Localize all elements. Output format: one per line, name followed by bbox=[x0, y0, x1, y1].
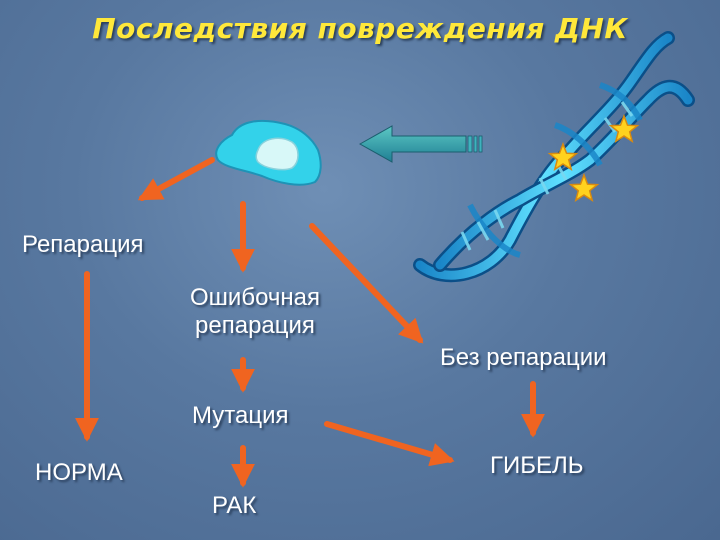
arrow-cell-to-no-reparation bbox=[309, 223, 424, 344]
left-arrow-icon bbox=[358, 125, 483, 163]
flow-arrows bbox=[75, 157, 545, 488]
label-no-reparation: Без репарации bbox=[440, 344, 607, 371]
label-death: ГИБЕЛЬ bbox=[490, 452, 584, 479]
damage-star-icon bbox=[547, 113, 640, 202]
label-faulty-reparation: Ошибочная репарация bbox=[160, 284, 350, 339]
label-norm: НОРМА bbox=[35, 459, 123, 486]
label-faulty-reparation-line2: репарация bbox=[195, 311, 315, 339]
cell-icon bbox=[215, 119, 322, 186]
arrow-cell-to-reparation bbox=[137, 157, 215, 201]
label-reparation: Репарация bbox=[22, 231, 144, 258]
label-mutation: Мутация bbox=[192, 402, 289, 429]
slide-title: Последствия повреждения ДНК bbox=[92, 12, 628, 45]
label-faulty-reparation-line1: Ошибочная bbox=[190, 284, 320, 311]
arrow-mutation-to-death bbox=[324, 421, 455, 467]
label-cancer: РАК bbox=[212, 492, 257, 519]
